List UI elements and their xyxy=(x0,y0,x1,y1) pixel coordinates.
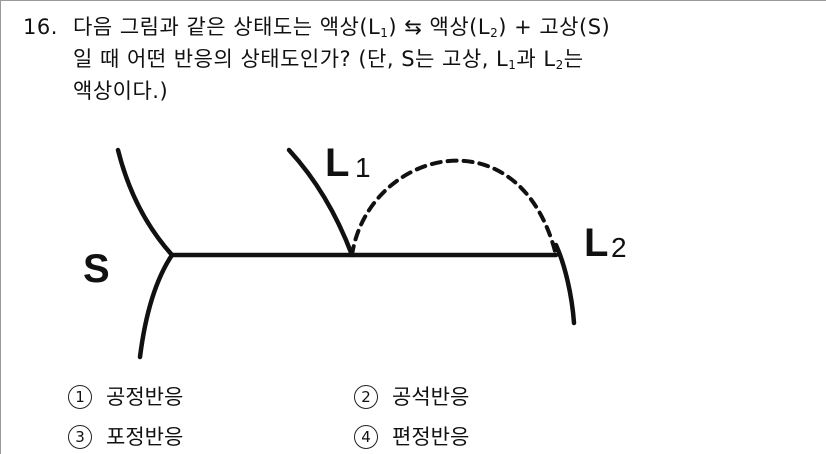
option-text: 편정반응 xyxy=(392,425,470,449)
question-line-1: 다음 그림과 같은 상태도는 액상(L1) ⇆ 액상(L2) + 고상(S) xyxy=(73,12,610,48)
q-line1-a: 다음 그림과 같은 상태도는 액상(L xyxy=(73,15,381,39)
option-number: 4 xyxy=(354,425,378,449)
option-number: 3 xyxy=(68,425,92,449)
question-block: 16. 다음 그림과 같은 상태도는 액상(L1) ⇆ 액상(L2) + 고상(… xyxy=(0,0,826,120)
q-line2-b: 과 L xyxy=(516,47,556,71)
q-line2-sub1: 1 xyxy=(508,58,517,72)
question-number: 16. xyxy=(23,15,58,39)
question-line-3: 액상이다.) xyxy=(73,79,169,103)
q-line2-c: 는 xyxy=(563,47,584,71)
option-number: 1 xyxy=(68,385,92,409)
option-text: 공정반응 xyxy=(106,385,184,409)
option-1[interactable]: 1 공정반응 xyxy=(68,382,183,412)
option-text: 포정반응 xyxy=(106,425,184,449)
option-4[interactable]: 4 편정반응 xyxy=(354,422,469,452)
q-line2-a: 일 때 어떤 반응의 상태도인가? (단, S는 고상, L xyxy=(73,47,509,71)
option-text: 공석반응 xyxy=(392,385,470,409)
option-2[interactable]: 2 공석반응 xyxy=(354,382,469,412)
option-3[interactable]: 3 포정반응 xyxy=(68,422,183,452)
q-line2-sub2: 2 xyxy=(555,58,564,72)
q-line1-sub1: 1 xyxy=(380,26,389,40)
option-number: 2 xyxy=(354,385,378,409)
q-line1-sub2: 2 xyxy=(490,26,499,40)
q-line1-b: ) ⇆ 액상(L xyxy=(388,15,491,39)
question-line-2: 일 때 어떤 반응의 상태도인가? (단, S는 고상, L1과 L2는 xyxy=(73,44,584,80)
q-line1-c: ) + 고상(S) xyxy=(498,15,611,39)
